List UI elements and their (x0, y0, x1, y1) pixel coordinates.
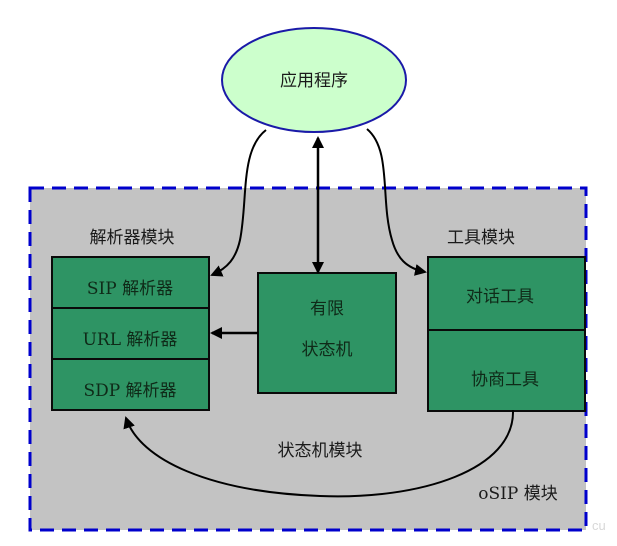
parser-row-sdp (51, 358, 210, 411)
arrow-app-to-parser (210, 129, 267, 277)
tools-row-dialog (427, 256, 586, 331)
parser-row-url-label: URL 解析器 (83, 330, 178, 350)
parser-row-url (51, 307, 210, 360)
application-label: 应用程序 (280, 71, 348, 91)
application-ellipse (221, 27, 407, 133)
arrow-tools-to-parser (123, 409, 515, 498)
fsm-label-line2: 状态机 (302, 340, 353, 360)
watermark: cu (592, 518, 606, 533)
parser-row-sdp-label: SDP 解析器 (83, 381, 176, 401)
parser-module: SIP 解析器 URL 解析器 SDP 解析器 (51, 256, 210, 411)
tools-row-negotiation-label: 协商工具 (471, 370, 539, 390)
tools-row-dialog-label: 对话工具 (466, 287, 534, 307)
tools-module: 对话工具 协商工具 (427, 256, 586, 412)
osip-module-label: oSIP 模块 (478, 484, 557, 504)
tools-row-negotiation (427, 329, 586, 412)
arrow-app-to-tools (366, 128, 427, 276)
fsm-module-label: 状态机模块 (278, 441, 363, 461)
fsm-box: 有限 状态机 (257, 272, 397, 394)
parser-row-sip-label: SIP 解析器 (87, 279, 173, 299)
tools-module-title: 工具模块 (447, 228, 515, 248)
parser-module-title: 解析器模块 (90, 228, 175, 248)
fsm-label-line1: 有限 (310, 299, 344, 319)
